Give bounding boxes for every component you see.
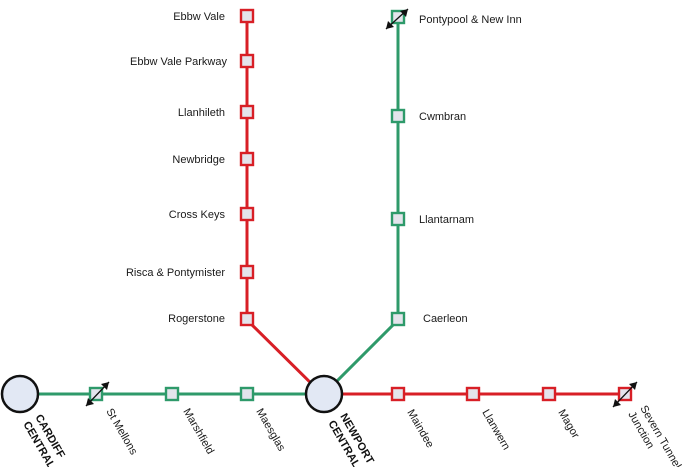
labels-main-line: CARDIFF CENTRAL St Mellons Marshfield Ma… (20, 404, 683, 467)
interchange-cardiff-central[interactable] (0, 374, 40, 414)
station-ebbw-vale[interactable] (239, 8, 255, 24)
label-newbridge: Newbridge (172, 154, 225, 166)
ebbw-vale-line (245, 16, 326, 398)
label-rogerstone: Rogerstone (168, 313, 225, 325)
label-pontypool: Pontypool & New Inn (419, 14, 522, 26)
pontypool-line (322, 16, 400, 396)
label-llanhileth: Llanhileth (178, 107, 225, 119)
label-st-mellons: St Mellons (103, 407, 139, 458)
label-llanwern: Llanwern (479, 408, 512, 453)
station-llantarnam[interactable] (390, 211, 406, 227)
station-magor[interactable] (541, 386, 557, 402)
arrow-st-mellons-icon (85, 381, 110, 407)
station-llanhileth[interactable] (239, 104, 255, 120)
interchanges (0, 374, 344, 414)
label-magor: Magor (555, 408, 581, 441)
label-cross-keys: Cross Keys (169, 209, 226, 221)
arrow-pontypool-icon (385, 8, 409, 30)
station-st-mellons[interactable] (88, 386, 104, 402)
interchange-newport-central[interactable] (304, 374, 344, 414)
station-maesglas[interactable] (239, 386, 255, 402)
label-caerleon: Caerleon (423, 313, 468, 325)
station-risca[interactable] (239, 264, 255, 280)
through-arrows (85, 8, 638, 408)
route-lines (33, 16, 625, 398)
station-cwmbran[interactable] (390, 108, 406, 124)
label-ebbw-vale-parkway: Ebbw Vale Parkway (130, 56, 228, 68)
arrow-severn-tunnel-icon (612, 381, 638, 408)
green-stations (88, 9, 406, 402)
station-maindee[interactable] (390, 386, 406, 402)
labels-pontypool-branch: Pontypool & New Inn Cwmbran Llantarnam C… (419, 14, 522, 325)
label-marshfield: Marshfield (180, 407, 216, 457)
station-marshfield[interactable] (164, 386, 180, 402)
label-maindee: Maindee (404, 408, 435, 451)
red-stations (239, 8, 633, 402)
station-ebbw-vale-parkway[interactable] (239, 53, 255, 69)
label-ebbw-vale: Ebbw Vale (173, 11, 225, 23)
station-newbridge[interactable] (239, 151, 255, 167)
station-rogerstone[interactable] (239, 311, 255, 327)
labels-ebbw-vale-branch: Ebbw Vale Ebbw Vale Parkway Llanhileth N… (126, 11, 228, 325)
label-risca: Risca & Pontymister (126, 267, 225, 279)
station-cross-keys[interactable] (239, 206, 255, 222)
label-llantarnam: Llantarnam (419, 214, 474, 226)
station-caerleon[interactable] (390, 311, 406, 327)
station-llanwern[interactable] (465, 386, 481, 402)
label-maesglas: Maesglas (253, 407, 287, 454)
label-cwmbran: Cwmbran (419, 111, 466, 123)
